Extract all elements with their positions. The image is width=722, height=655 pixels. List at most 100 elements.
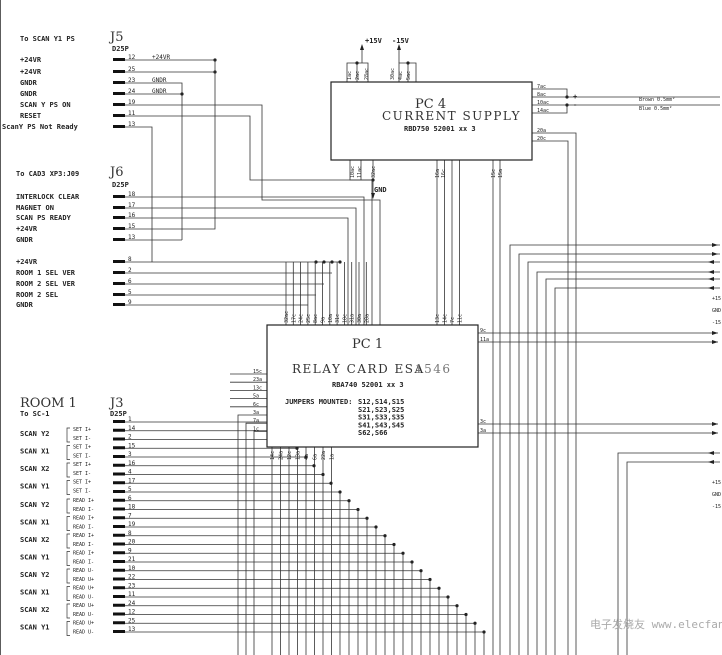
pc4-gnd: GND xyxy=(374,186,387,194)
j5-pin-number: 12 xyxy=(128,54,136,61)
j6-name: J6 xyxy=(108,165,123,180)
j3-pin-number: 20 xyxy=(128,539,136,546)
connector-pin xyxy=(113,472,125,476)
right-edge-label: -15 xyxy=(712,504,721,510)
j3-signal-label: READ I+ xyxy=(73,516,94,522)
j3-pin-number: 21 xyxy=(128,556,136,563)
pc4-title: CURRENT SUPPLY xyxy=(382,109,521,123)
arrow-up-icon xyxy=(360,44,364,50)
pc1-top-right-pin: 7c xyxy=(450,317,456,323)
pc4-part: RBD750 52001 xx 3 xyxy=(404,125,476,133)
pc4-right-pin: 20a xyxy=(537,128,546,134)
junction-dot xyxy=(482,630,486,634)
bracket-icon xyxy=(66,480,70,495)
connector-pin xyxy=(113,70,125,73)
pc1-left-pin: 15c xyxy=(253,369,262,375)
j6-pin-number: 6 xyxy=(128,278,132,285)
j5-signal-label: RESET xyxy=(20,112,41,120)
j3-scan-axis-label: SCAN Y2 xyxy=(20,571,50,579)
pc1-bottom-pin: 14c xyxy=(270,451,276,460)
j3-pin-number: 2 xyxy=(128,434,132,441)
j6-pin-number: 18 xyxy=(128,191,136,198)
pc1-title-number: 1546 xyxy=(415,362,452,376)
j5-signal-label: GNDR xyxy=(20,79,38,87)
connector-pin xyxy=(113,621,125,625)
j3-signal-label: READ I- xyxy=(73,560,94,566)
bracket-icon xyxy=(66,568,70,584)
j3-pin-number: 12 xyxy=(128,609,136,616)
junction-dot xyxy=(322,260,326,264)
bracket-icon xyxy=(66,586,70,601)
pc4-plus: + xyxy=(573,93,577,101)
junction-dot xyxy=(419,569,423,573)
wire xyxy=(532,140,569,655)
j6-signal-label: GNDR xyxy=(16,236,34,244)
j6-signal-label: SCAN PS READY xyxy=(16,214,72,222)
j3-signal-label: READ U+ xyxy=(73,621,94,627)
connector-pin xyxy=(113,195,125,198)
j5-pin-number: 13 xyxy=(128,121,136,128)
connector-pin xyxy=(113,463,125,467)
connector-pin xyxy=(113,206,125,209)
pc1-top-pin: 31a xyxy=(350,314,356,323)
j3-pin-number: 16 xyxy=(128,460,136,467)
j5-name: J5 xyxy=(108,30,123,45)
junction-dot xyxy=(406,61,410,65)
wire xyxy=(527,261,720,655)
pc1-bottom-pin: 6a xyxy=(313,454,319,460)
junction-dot xyxy=(329,481,333,485)
pc1-right-pin: 3c xyxy=(480,419,486,425)
j3-pin-number: 23 xyxy=(128,582,136,589)
j3-scan-axis-label: SCAN Y1 xyxy=(20,554,50,562)
pc4-bottom-pin: 16a xyxy=(435,169,441,178)
wire xyxy=(532,132,577,655)
pc1-bottom-pin: 22a xyxy=(321,451,327,460)
junction-dot xyxy=(401,551,405,555)
j5-wire-label: GNDR xyxy=(152,77,167,84)
j3-scan-axis-label: SCAN X2 xyxy=(20,465,50,473)
arrow-in-icon xyxy=(708,270,714,274)
pc4-name: PC 4 xyxy=(415,97,446,112)
j6-signal-label: ROOM 1 SEL VER xyxy=(16,269,76,277)
j6-pin-number: 8 xyxy=(128,256,132,263)
pc4-top-pin: 30ac xyxy=(390,68,396,80)
pc1-top-pin: 17c xyxy=(291,314,297,323)
pc1-top-pin: 10a xyxy=(328,314,334,323)
j3-signal-label: READ U- xyxy=(73,630,94,636)
connector-pin xyxy=(113,227,125,230)
j6-signal-label: ROOM 2 SEL VER xyxy=(16,280,76,288)
pc1-top-right-pin: 11c xyxy=(458,314,464,323)
j3-pin-number: 3 xyxy=(128,451,132,458)
junction-dot xyxy=(356,507,360,512)
j3-signal-label: READ U- xyxy=(73,612,94,618)
j3-pin-number: 25 xyxy=(128,617,136,624)
junction-dot xyxy=(473,621,477,625)
junction-dot xyxy=(338,490,342,494)
j3-signal-label: SET I- xyxy=(73,436,91,442)
j6-destination: To CAD3 XP3:J09 xyxy=(16,170,79,178)
pc1-left-pin: 3a xyxy=(253,410,259,416)
wire xyxy=(509,244,720,655)
arrow-out-icon xyxy=(712,422,718,426)
j6-signal-label: INTERLOCK CLEAR xyxy=(16,193,80,201)
j6-type: D25P xyxy=(112,181,129,189)
j6-pin-number: 9 xyxy=(128,299,132,306)
pc4-supply-neg: -15V xyxy=(392,37,410,45)
pc1-top-pin: 25c xyxy=(306,314,312,323)
bracket-icon xyxy=(66,551,70,566)
connector-pin xyxy=(113,490,125,493)
j3-signal-label: READ I- xyxy=(73,525,94,531)
j6-signal-label: MAGNET ON xyxy=(16,204,54,212)
connector-pin xyxy=(113,293,125,296)
pc1-top-pin: 8ac xyxy=(313,314,319,323)
j3-signal-label: READ U+ xyxy=(73,577,94,583)
j3-signal-label: READ U- xyxy=(73,568,94,574)
wire-brown: Brown 0.5mm² xyxy=(639,97,675,103)
connector-pin xyxy=(113,103,125,106)
j3-signal-label: READ U+ xyxy=(73,603,94,609)
j6-pin-number: 17 xyxy=(128,202,136,209)
pc4-right-pin: 7ac xyxy=(537,84,546,90)
right-edge-label: GND xyxy=(712,308,721,314)
j5-wire-label: GNDR xyxy=(152,88,167,95)
